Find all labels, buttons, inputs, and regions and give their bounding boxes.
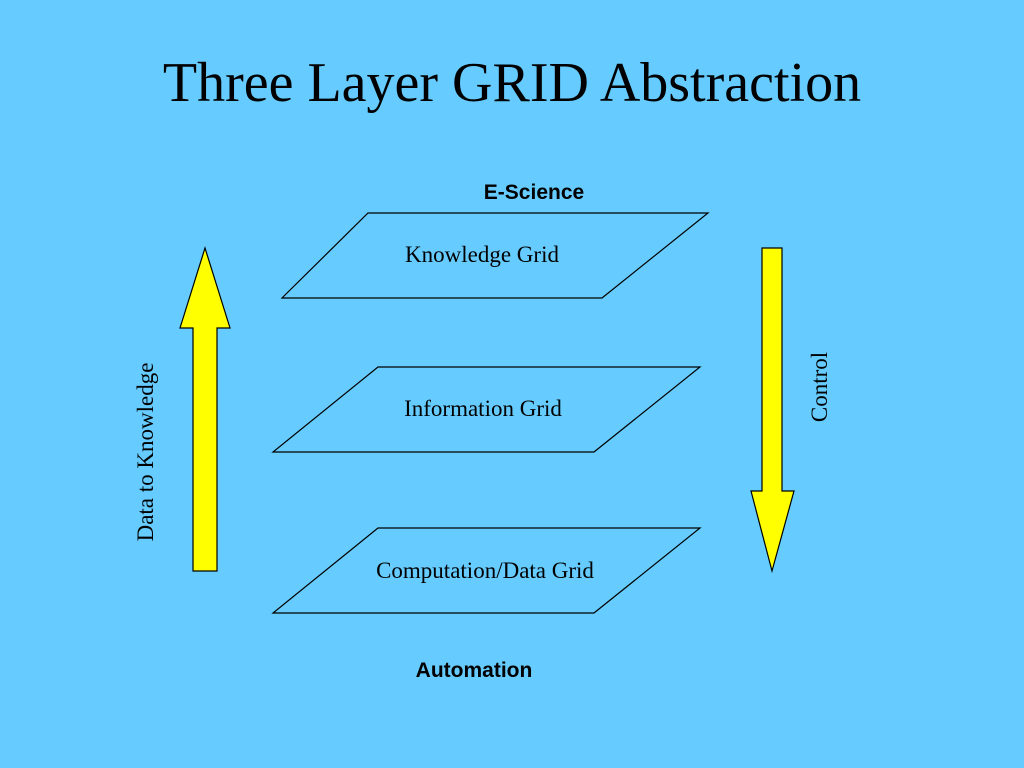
slide-title: Three Layer GRID Abstraction <box>162 52 862 114</box>
bottom-label-automation: Automation <box>416 659 533 682</box>
control-label: Control <box>807 352 832 422</box>
layer-information-grid: Information Grid <box>271 366 702 453</box>
top-label-escience: E-Science <box>484 181 584 204</box>
control-arrow: Control <box>750 247 832 574</box>
layer-computation-data-grid-label: Computation/Data Grid <box>376 558 594 583</box>
layer-knowledge-grid: Knowledge Grid <box>280 212 710 299</box>
data-to-knowledge-label: Data to Knowledge <box>133 363 158 542</box>
layer-information-grid-label: Information Grid <box>404 396 562 421</box>
up-arrow-icon <box>179 245 231 572</box>
layer-computation-data-grid-plane <box>271 527 702 614</box>
down-arrow-icon <box>750 247 795 574</box>
layer-information-grid-plane <box>271 366 702 453</box>
data-to-knowledge-arrow: Data to Knowledge <box>133 245 231 572</box>
layer-knowledge-grid-plane <box>280 212 710 299</box>
layer-computation-data-grid: Computation/Data Grid <box>271 527 702 614</box>
layer-knowledge-grid-label: Knowledge Grid <box>405 242 559 267</box>
